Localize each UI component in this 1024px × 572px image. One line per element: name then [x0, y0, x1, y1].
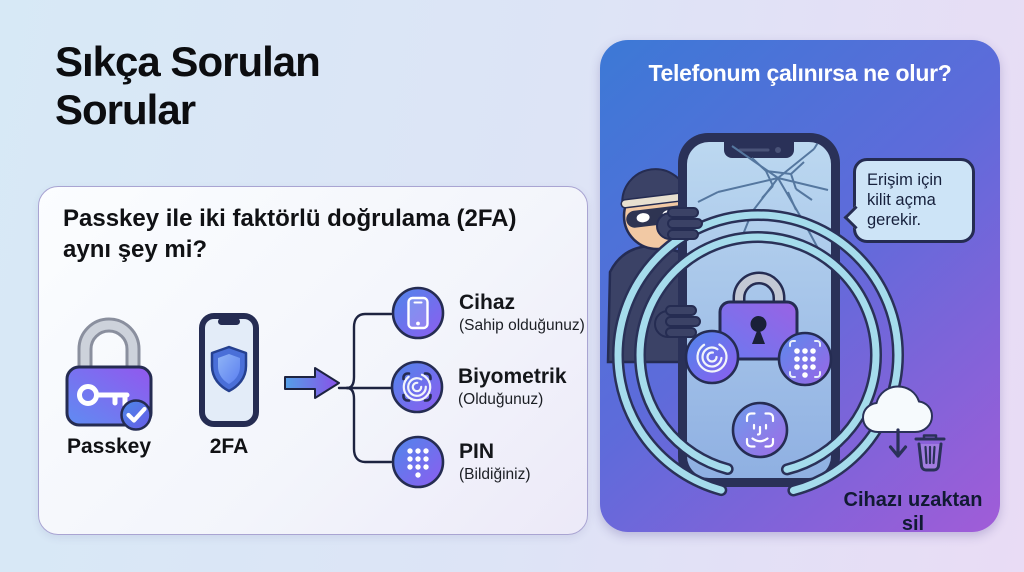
tfa-label: 2FA: [209, 435, 249, 458]
factor-subtitle: (Olduğunuz): [458, 391, 544, 409]
thief-hand-icon: [654, 207, 703, 338]
factor-row-biometric: Biyometrik (Olduğunuz): [390, 360, 567, 414]
padlock-icon: [718, 271, 799, 361]
branch-connector: [337, 312, 393, 464]
shield-ring-icon: [612, 209, 904, 501]
keypad-icon: [777, 331, 833, 387]
remote-wipe-label: Cihazı uzaktan sil: [843, 489, 983, 532]
keypad-icon: [391, 435, 445, 489]
face-id-icon: [731, 401, 789, 459]
page-title: Sıkça Sorulan Sorular: [55, 38, 321, 134]
factor-title: PIN: [459, 440, 495, 464]
faq-question: Passkey ile iki faktörlü doğrulama (2FA)…: [63, 205, 517, 264]
stolen-phone-card: Telefonum çalınırsa ne olur? Erişim için…: [600, 40, 1000, 532]
cloud-delete-icon: [861, 385, 946, 472]
padlock-key-check-icon: [65, 317, 153, 431]
passkey-label: Passkey: [66, 435, 152, 458]
factor-subtitle: (Sahip olduğunuz): [459, 317, 585, 335]
fingerprint-icon: [684, 329, 740, 385]
fingerprint-icon: [390, 360, 444, 414]
stolen-phone-illustration: [606, 133, 946, 501]
factor-title: Biyometrik: [458, 365, 567, 389]
factor-row-pin: PIN (Bildiğiniz): [391, 435, 531, 489]
phone-shield-icon: [199, 313, 259, 427]
factor-title: Cihaz: [459, 291, 516, 315]
faq-card: Passkey ile iki faktörlü doğrulama (2FA)…: [38, 186, 588, 535]
smartphone-icon: [391, 286, 445, 340]
factor-subtitle: (Bildiğiniz): [459, 466, 531, 484]
factor-row-device: Cihaz (Sahip olduğunuz): [391, 286, 585, 340]
right-arrow-icon: [284, 367, 340, 399]
speech-bubble: Erişim için kilit açma gerekir.: [853, 158, 975, 244]
stolen-card-title: Telefonum çalınırsa ne olur?: [648, 60, 952, 86]
